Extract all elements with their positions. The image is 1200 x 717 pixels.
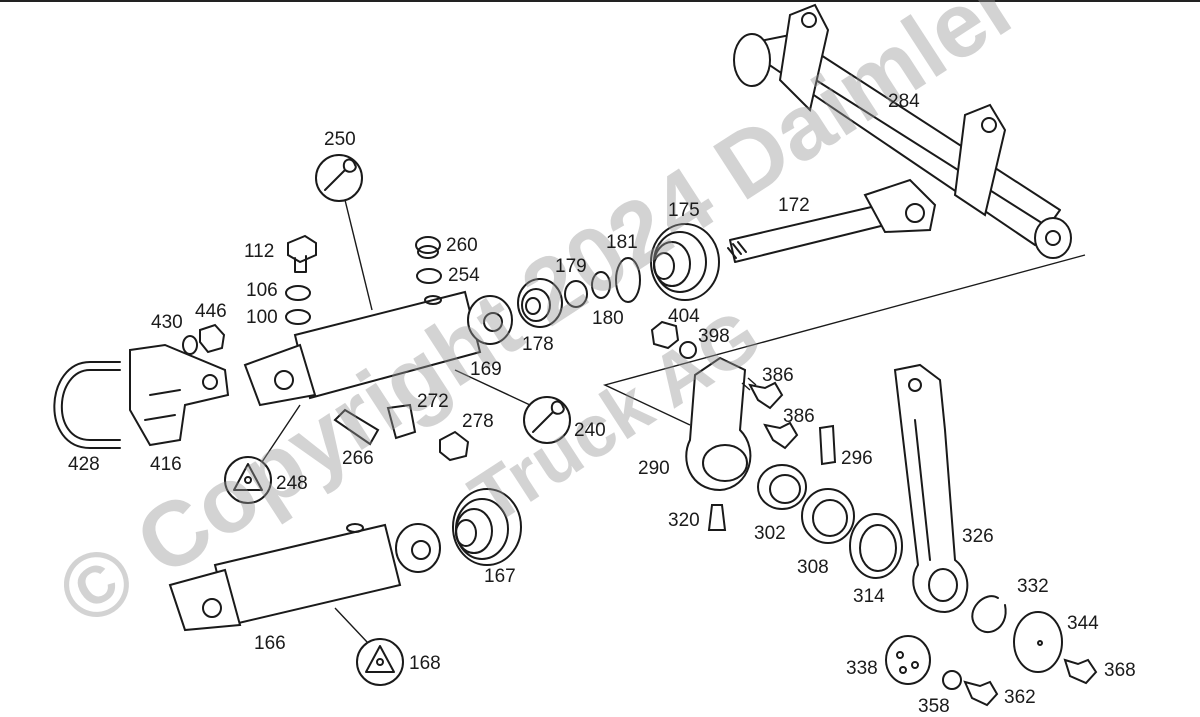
part-296-clip: [818, 424, 837, 466]
part-362-bolt: [963, 680, 999, 707]
part-260-plug: [415, 236, 441, 259]
wrench-icon-240: [523, 396, 571, 444]
callout-416: 416: [150, 454, 182, 475]
callout-166: 166: [254, 633, 286, 654]
part-112-bolt: [287, 234, 317, 273]
callout-368: 368: [1104, 660, 1136, 681]
callout-430: 430: [151, 312, 183, 333]
callout-278: 278: [462, 411, 494, 432]
callout-175: 175: [668, 200, 700, 221]
callout-358: 358: [918, 696, 950, 717]
callout-250: 250: [324, 129, 356, 150]
callout-179: 179: [555, 256, 587, 277]
leader-240: [454, 369, 531, 406]
part-430-washer: [182, 335, 198, 355]
callout-386-a: 386: [762, 365, 794, 386]
callout-404: 404: [668, 306, 700, 327]
part-284-shaft: [733, 3, 1072, 259]
part-175-bellows: [650, 223, 720, 301]
callout-386-b: 386: [783, 406, 815, 427]
callout-168: 168: [409, 653, 441, 674]
callout-181: 181: [606, 232, 638, 253]
part-100-washer: [285, 309, 311, 325]
part-179-nut: [564, 280, 588, 308]
part-180-washer: [591, 271, 611, 299]
part-358-washer: [942, 670, 962, 690]
leader-386: [741, 377, 757, 391]
leader-168: [334, 607, 369, 644]
part-254-washer: [416, 268, 442, 284]
frame-border: [0, 0, 1200, 2]
callout-290: 290: [638, 458, 670, 479]
callout-260: 260: [446, 235, 478, 256]
part-172-rod: [727, 178, 937, 263]
wrench-icon-250: [315, 154, 363, 202]
part-368-bolt: [1063, 658, 1098, 685]
callout-266: 266: [342, 448, 374, 469]
part-326-arm: [893, 363, 969, 614]
part-386-bolt-b: [763, 421, 799, 450]
callout-248: 248: [276, 473, 308, 494]
part-314-ring: [849, 513, 903, 579]
part-272-clip: [386, 403, 417, 440]
callout-254: 254: [448, 265, 480, 286]
part-302-bushing: [757, 464, 807, 510]
callout-320: 320: [668, 510, 700, 531]
callout-344: 344: [1067, 613, 1099, 634]
grease-icon-168: [356, 638, 404, 686]
part-338-plate: [885, 635, 931, 685]
part-398-washer: [679, 341, 697, 359]
callout-284: 284: [888, 91, 920, 112]
callout-272: 272: [417, 391, 449, 412]
callout-106: 106: [246, 280, 278, 301]
callout-169: 169: [470, 359, 502, 380]
part-169-cylinder: [243, 290, 513, 407]
leader-248: [261, 404, 301, 463]
callout-172: 172: [778, 195, 810, 216]
part-167-bellows: [452, 488, 522, 566]
part-181-ring: [615, 257, 641, 303]
callout-308: 308: [797, 557, 829, 578]
callout-240: 240: [574, 420, 606, 441]
reference-line: [602, 254, 1086, 426]
part-332-circlip: [971, 595, 1007, 634]
part-446-nut: [199, 323, 226, 354]
part-178-bellows: [517, 278, 563, 328]
part-290-lever: [685, 356, 752, 492]
part-106-washer: [285, 285, 311, 301]
callout-428: 428: [68, 454, 100, 475]
part-428-u-bolt: [53, 361, 121, 449]
callout-178: 178: [522, 334, 554, 355]
callout-180: 180: [592, 308, 624, 329]
part-320-fitting: [707, 504, 727, 531]
grease-icon-248: [224, 456, 272, 504]
callout-446: 446: [195, 301, 227, 322]
callout-326: 326: [962, 526, 994, 547]
leader-250: [344, 199, 373, 311]
part-266-pin: [333, 408, 380, 446]
callout-302: 302: [754, 523, 786, 544]
part-386-bolt-a: [748, 381, 784, 410]
callout-112: 112: [244, 241, 275, 262]
part-308-seal: [801, 488, 855, 544]
callout-332: 332: [1017, 576, 1049, 597]
callout-167: 167: [484, 566, 516, 587]
callout-362: 362: [1004, 687, 1036, 708]
part-344-disc: [1013, 611, 1063, 673]
callout-398: 398: [698, 326, 730, 347]
part-278-fitting: [439, 430, 470, 462]
callout-296: 296: [841, 448, 873, 469]
part-404-nut: [650, 320, 680, 350]
callout-100: 100: [246, 307, 278, 328]
part-166-cylinder: [168, 523, 441, 632]
callout-338: 338: [846, 658, 878, 679]
callout-314: 314: [853, 586, 885, 607]
part-416-bracket: [129, 343, 230, 447]
